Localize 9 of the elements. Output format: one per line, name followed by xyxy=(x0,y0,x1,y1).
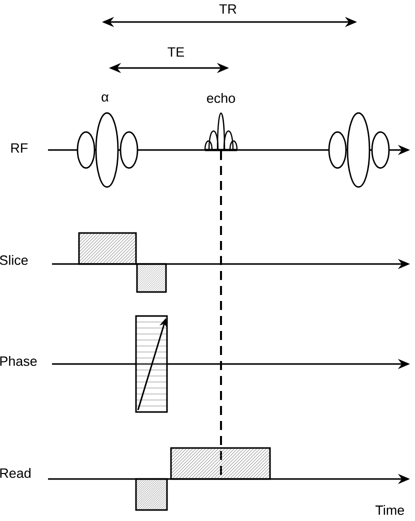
axis-title: Time xyxy=(376,505,404,515)
dimension-label: TE xyxy=(168,47,184,57)
pulse-label: α xyxy=(102,94,108,102)
dimension-label: TR xyxy=(219,4,236,14)
axis-label: Read xyxy=(0,468,30,478)
pulse-label: echo xyxy=(207,93,236,103)
axis-label: RF xyxy=(11,143,28,153)
axis-label: Slice xyxy=(0,255,28,265)
axis-label: Phase xyxy=(0,356,37,366)
